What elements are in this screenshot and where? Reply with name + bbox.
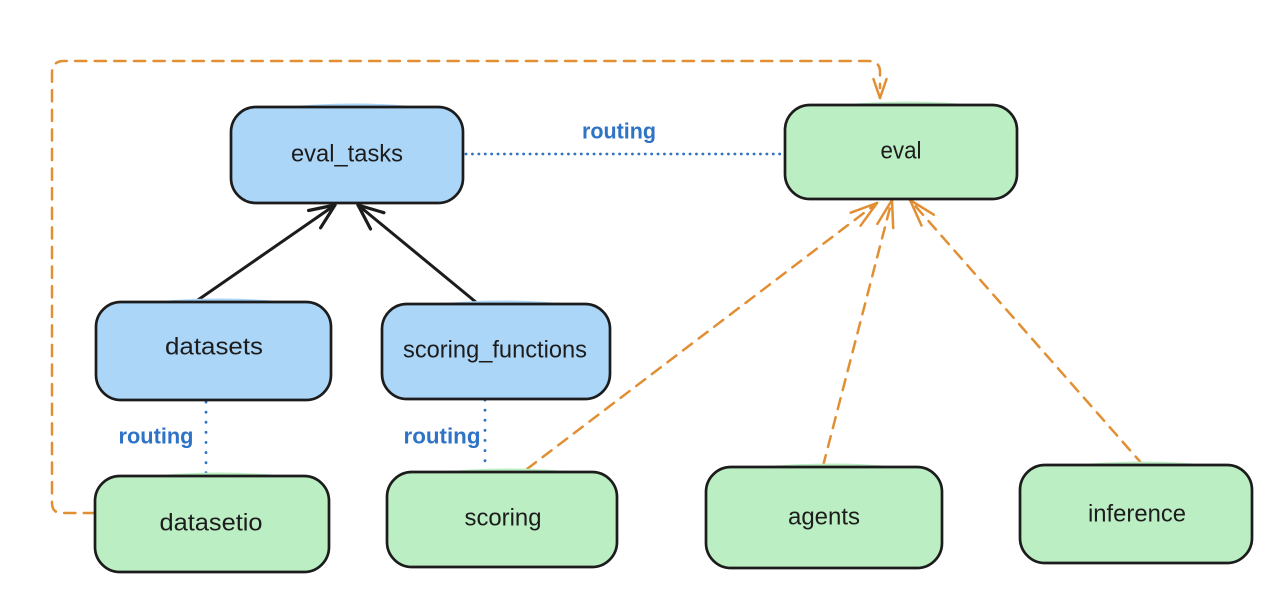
svg-text:eval_tasks: eval_tasks [291,141,403,168]
svg-text:scoring: scoring [465,505,542,532]
svg-text:eval: eval [881,138,922,165]
svg-text:routing: routing [582,119,656,144]
svg-text:datasetio: datasetio [160,510,263,537]
svg-text:datasets: datasets [165,334,263,361]
svg-text:agents: agents [788,504,860,531]
svg-text:routing: routing [404,424,481,449]
svg-text:scoring_functions: scoring_functions [403,337,587,364]
svg-text:routing: routing [119,424,194,449]
svg-text:inference: inference [1088,501,1186,528]
